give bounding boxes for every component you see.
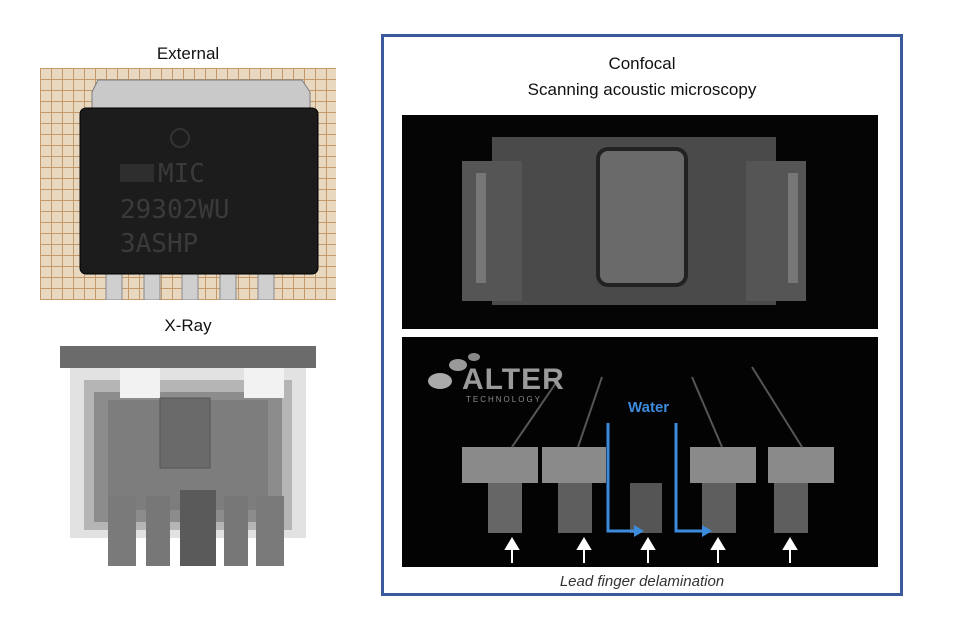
external-package-photo: MIC 29302WU 3ASHP [40, 68, 336, 301]
water-arrow-right-icon [674, 423, 702, 533]
confocal-title: Confocal Scanning acoustic microscopy [384, 51, 900, 103]
confocal-title-line1: Confocal [608, 54, 676, 73]
xray-image [60, 340, 316, 566]
xray-label: X-Ray [164, 316, 212, 335]
sam-bottom-scan: ALTER TECHNOLOGY Water [402, 337, 878, 567]
marking-line-1: MIC [158, 159, 205, 189]
confocal-title-line2: Scanning acoustic microscopy [527, 80, 757, 99]
confocal-sam-panel: Confocal Scanning acoustic microscopy [381, 34, 903, 596]
xray-drawing [60, 346, 316, 566]
water-label: Water [628, 399, 670, 416]
water-arrow-left-icon [606, 423, 634, 533]
external-package-drawing: MIC 29302WU 3ASHP [79, 79, 319, 301]
white-arrows-icon [504, 537, 798, 563]
alter-logo-text: ALTER [462, 363, 565, 396]
marking-line-3: 3ASHP [120, 229, 198, 259]
sam-bottom-drawing [428, 353, 834, 563]
external-label: External [156, 44, 220, 63]
marking-line-2: 29302WU [120, 195, 230, 225]
sam-top-scan [402, 115, 878, 329]
alter-logo-subtext: TECHNOLOGY [466, 395, 543, 404]
sam-top-drawing [462, 137, 806, 305]
lead-finger-caption: Lead finger delamination [559, 573, 725, 590]
